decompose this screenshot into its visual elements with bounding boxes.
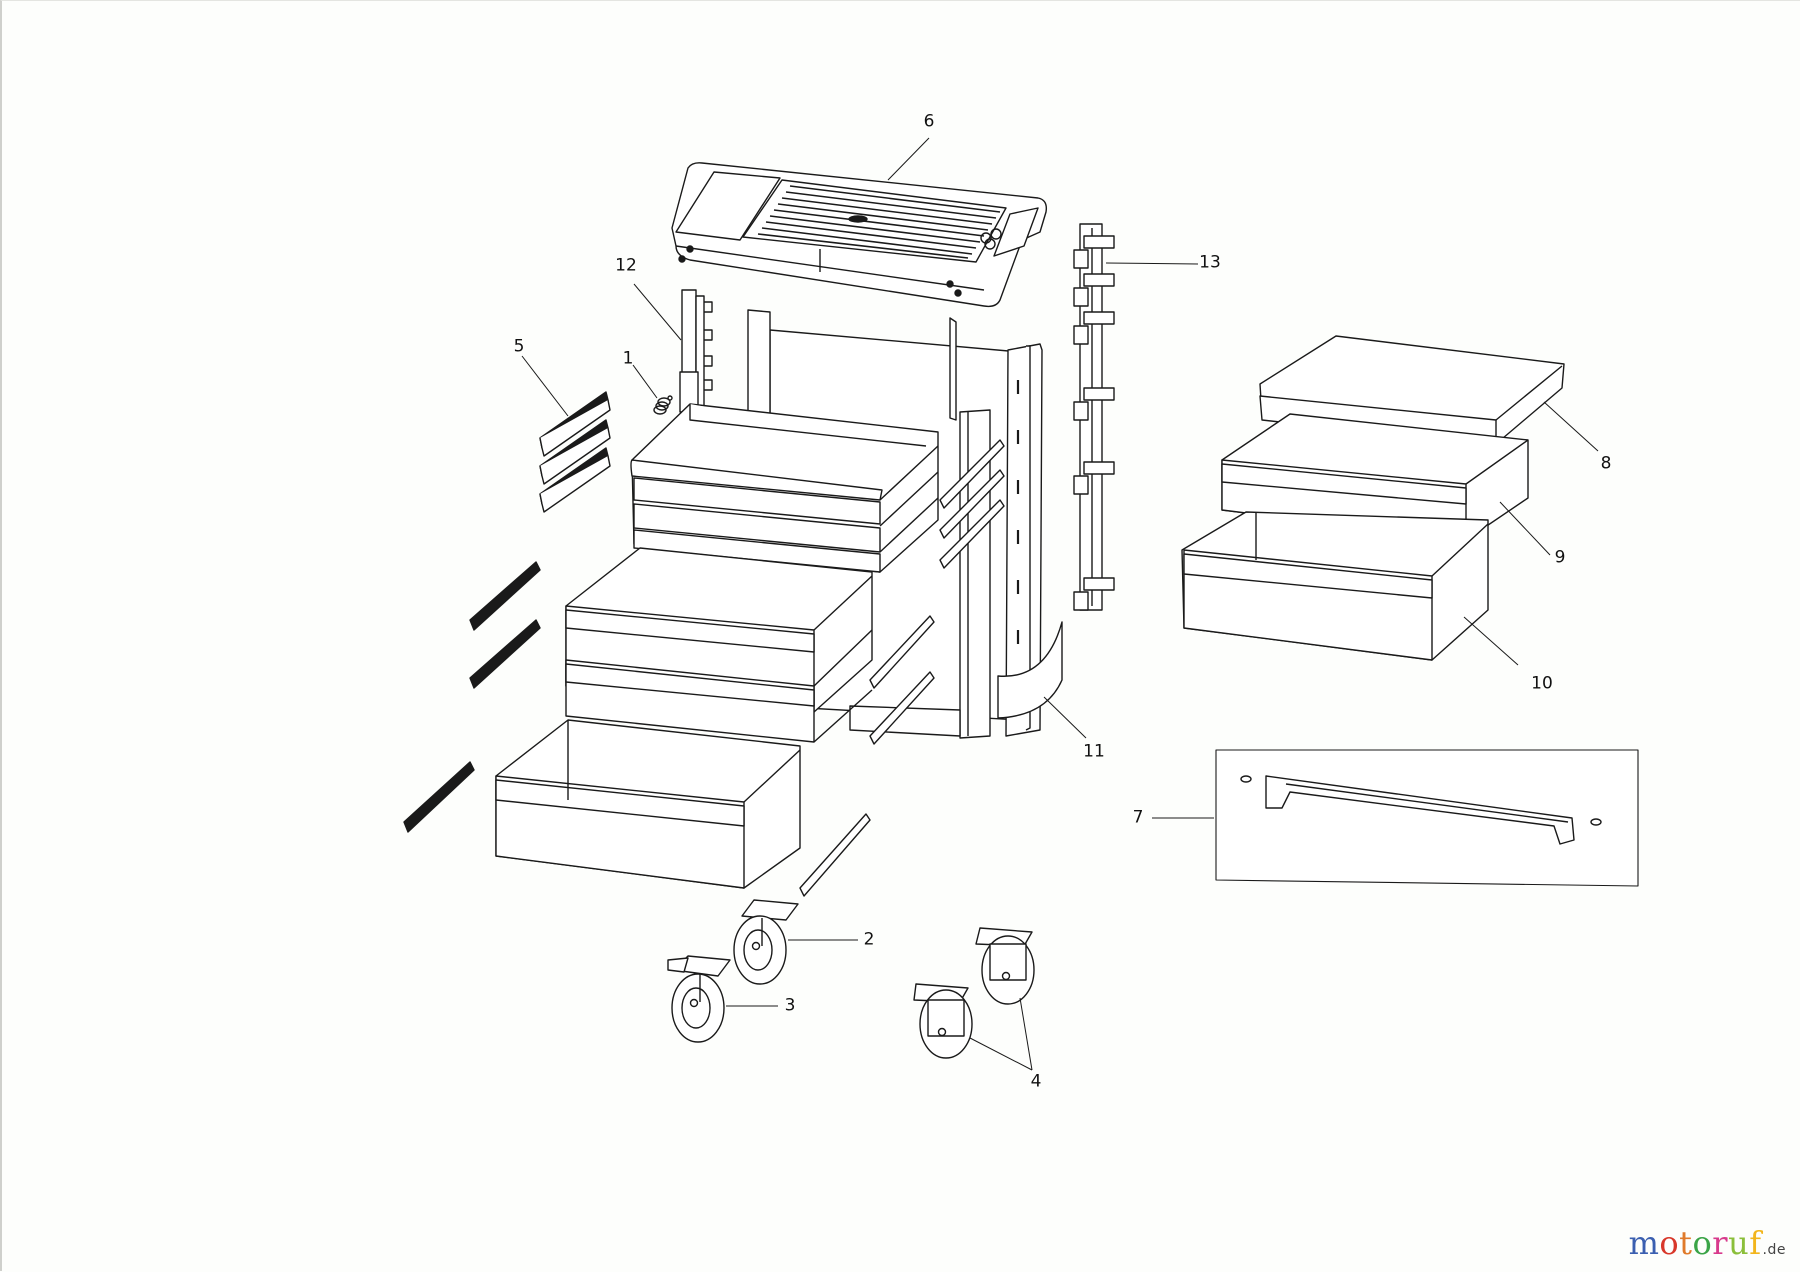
shallow-drawers-stack-part [630, 403, 939, 573]
left-locking-bar-part [679, 289, 713, 413]
callout-6: 6 [923, 111, 935, 132]
callout-10: 10 [1531, 673, 1553, 694]
castor-4-part [913, 927, 1035, 1059]
drawer-10-part [1181, 511, 1489, 661]
callout-7: 7 [1132, 807, 1144, 828]
callout-2: 2 [863, 929, 875, 950]
wm-letter: m [1628, 1224, 1660, 1262]
frame-slide-rails-part [799, 439, 1005, 897]
side-cover-part [997, 621, 1063, 719]
medium-drawers-part [565, 547, 873, 743]
callout-12: 12 [615, 255, 637, 276]
wm-letter: o [1659, 1224, 1680, 1262]
small-slide-rails-part [539, 391, 611, 513]
wm-letter: f [1749, 1224, 1762, 1262]
wm-letter: o [1692, 1224, 1713, 1262]
callout-3: 3 [784, 995, 796, 1016]
wm-domain-suffix: .de [1762, 1242, 1786, 1258]
spring-part [653, 395, 673, 415]
handle-kit-box [1215, 749, 1639, 887]
castor-2-part [733, 899, 799, 985]
callout-4: 4 [1030, 1071, 1042, 1092]
castor-3-part [667, 955, 731, 1043]
right-locking-bar-part [1073, 223, 1115, 611]
medium-slide-rails-part [403, 561, 541, 833]
wm-letter: t [1679, 1224, 1693, 1262]
callout-11: 11 [1083, 741, 1105, 762]
callout-13: 13 [1199, 252, 1221, 273]
wm-letter: u [1728, 1224, 1750, 1262]
callout-5: 5 [513, 336, 525, 357]
motoruf-watermark-logo: motoruf.de [1629, 1224, 1786, 1262]
top-tray-part [671, 162, 1048, 308]
callout-8: 8 [1600, 453, 1612, 474]
callout-1: 1 [622, 348, 634, 369]
callout-9: 9 [1554, 547, 1566, 568]
wm-letter: r [1712, 1224, 1729, 1262]
deep-drawer-part [495, 719, 801, 889]
